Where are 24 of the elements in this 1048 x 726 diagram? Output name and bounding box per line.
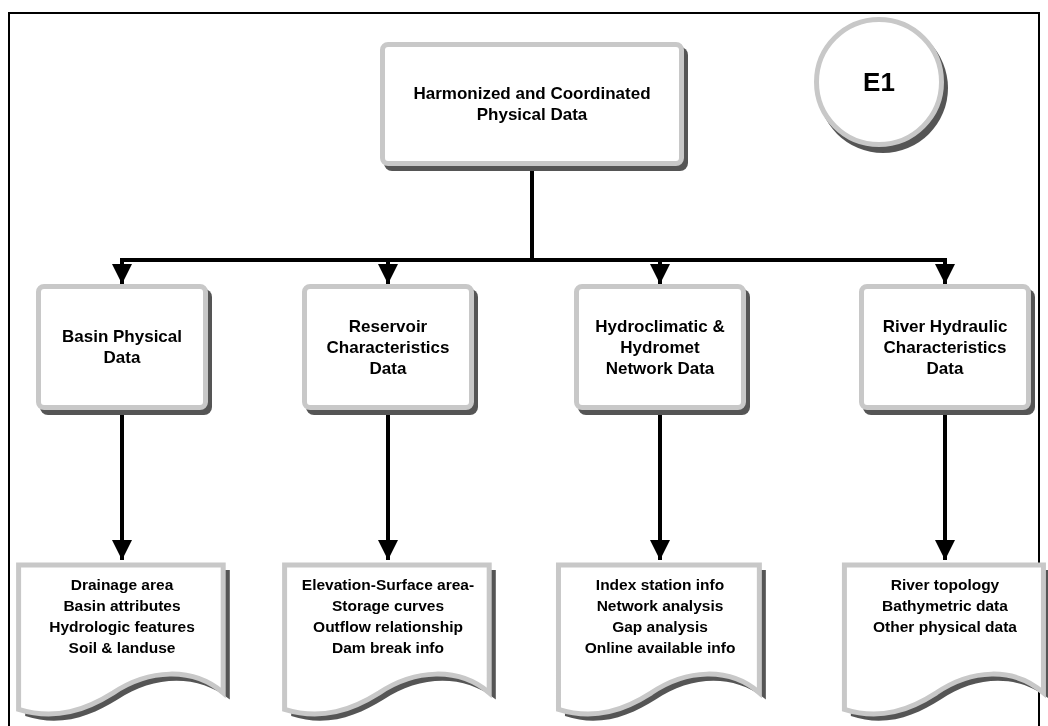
node-text: Basin Physical Data xyxy=(61,326,183,368)
node-text: Bathymetric data xyxy=(881,596,1009,616)
node-text: Outflow relationship xyxy=(312,617,464,637)
node-text: Harmonized and Coordinated Physical Data xyxy=(412,83,652,125)
node-text: Reservoir Characteristics Data xyxy=(325,315,451,379)
node-text: Elevation-Surface area-Storage curves xyxy=(300,575,476,616)
node-text: Hydrologic features xyxy=(48,617,196,637)
node-text: Other physical data xyxy=(872,617,1018,637)
node-text: Soil & landuse xyxy=(67,638,177,658)
arrow xyxy=(935,413,955,560)
node-text: Dam break info xyxy=(331,638,445,658)
node-text: Hydroclimatic & Hydromet Network Data xyxy=(594,315,726,379)
node-text: Network analysis xyxy=(595,596,725,616)
node-text: River topology xyxy=(889,575,1001,595)
arrow xyxy=(378,413,398,560)
node-text: Drainage area xyxy=(69,575,175,595)
arrow xyxy=(112,413,132,560)
node-text: Index station info xyxy=(594,575,726,595)
node-text: E1 xyxy=(863,71,895,93)
node-text: Basin attributes xyxy=(62,596,182,616)
node-text: Online available info xyxy=(583,638,737,658)
node-text: River Hydraulic Characteristics Data xyxy=(881,315,1009,379)
arrow xyxy=(650,413,670,560)
node-text: Gap analysis xyxy=(611,617,709,637)
